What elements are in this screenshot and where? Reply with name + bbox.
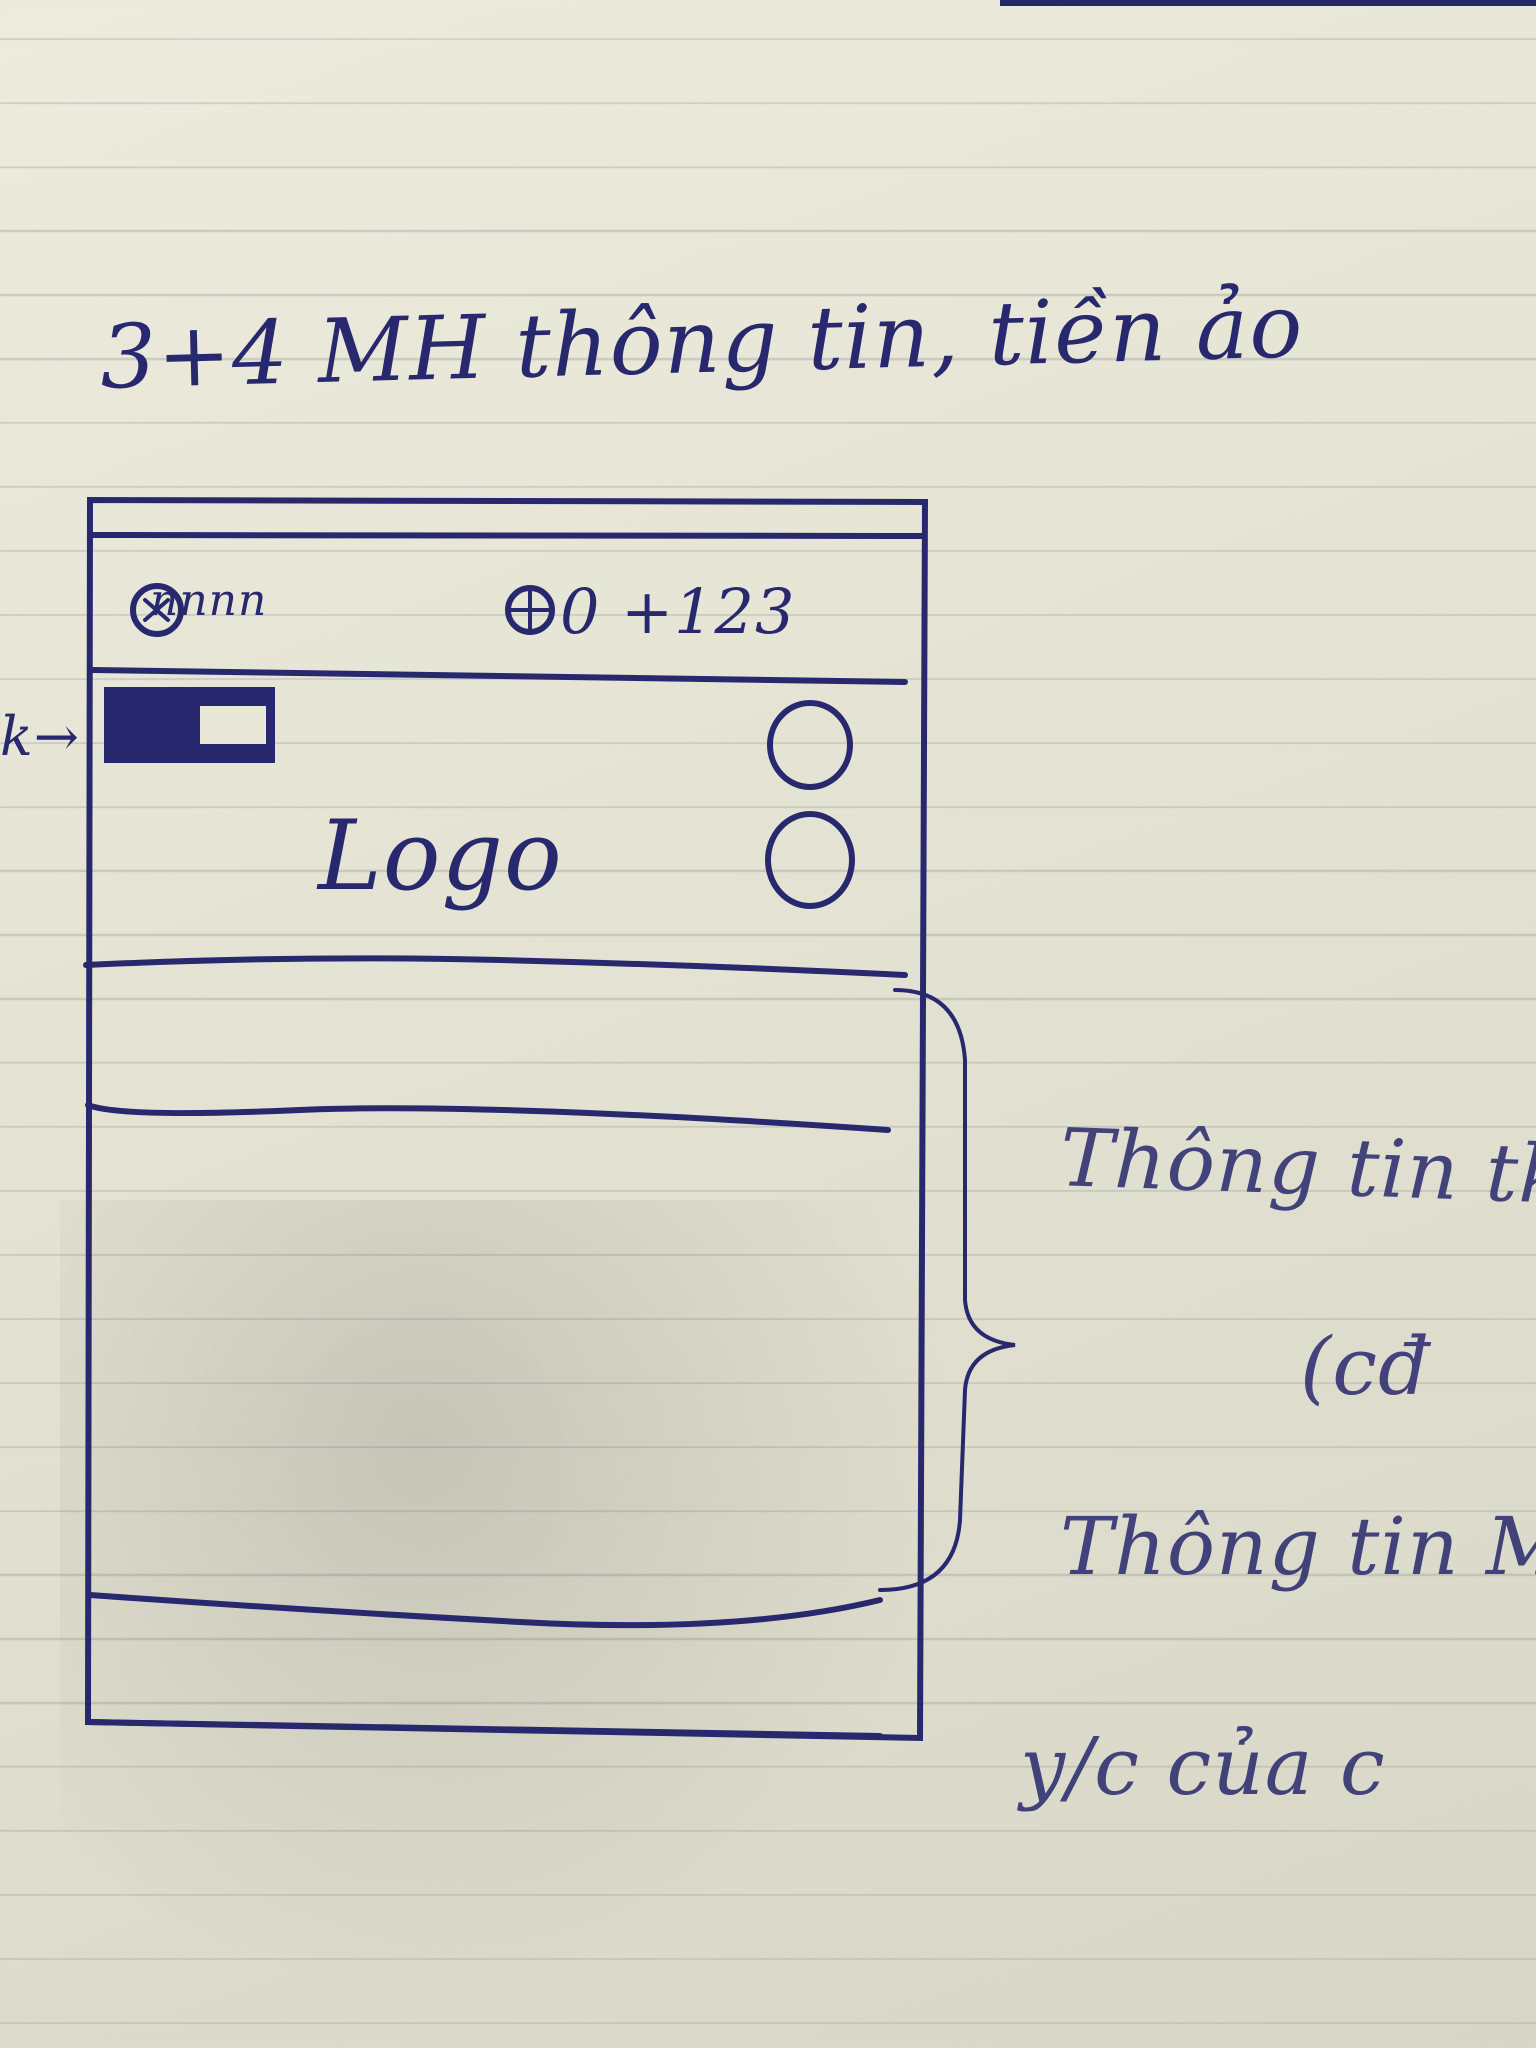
top-rule: [1000, 0, 1536, 6]
brace: [878, 988, 1016, 1592]
left-marker: k→: [0, 705, 80, 768]
status-bar-divider: [89, 667, 908, 685]
logo-text: Logo: [318, 800, 563, 912]
top-bar-divider: [89, 532, 925, 539]
note-paren: (cđ: [1300, 1320, 1431, 1413]
circle-icon-2: [765, 811, 855, 909]
add-icon-mark: [508, 588, 552, 632]
back-button-inner: [200, 706, 266, 744]
avatar-icon-mark: [143, 598, 170, 622]
status-right-text: 0 +123: [560, 575, 796, 648]
content-divider-2: [87, 1592, 883, 1629]
note-member-info: Thông tin M: [1060, 1500, 1536, 1593]
circle-icon-1: [767, 700, 853, 790]
avatar-icon: [130, 583, 184, 637]
content-divider-1: [85, 1102, 891, 1133]
status-left-text: nnnn: [150, 575, 268, 626]
note-account-info: Thông tin tk: [1058, 1111, 1536, 1222]
phone-frame: [84, 496, 929, 1742]
bottom-line: [85, 1719, 883, 1739]
note-request: y/c của c: [1020, 1720, 1386, 1813]
shadow: [60, 1200, 960, 2000]
header-divider: [83, 955, 908, 978]
